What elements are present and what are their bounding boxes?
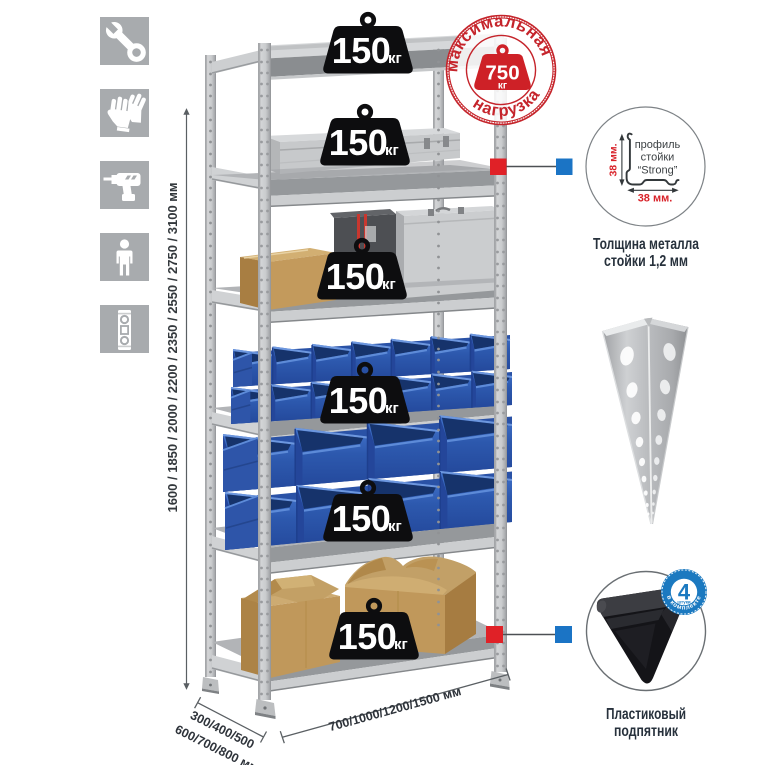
svg-text:4: 4	[678, 580, 691, 605]
svg-text:стойки 1,2 мм: стойки 1,2 мм	[604, 253, 688, 270]
svg-text:750: 750	[485, 62, 519, 85]
svg-text:штуки: штуки	[677, 600, 691, 605]
svg-text:Пластиковый: Пластиковый	[606, 706, 686, 723]
svg-text:стойки: стойки	[641, 152, 675, 164]
svg-text:профиль: профиль	[635, 139, 681, 151]
svg-text:38 мм.: 38 мм.	[608, 143, 620, 176]
svg-text:Толщина металла: Толщина металла	[593, 236, 699, 253]
svg-text:38 мм.: 38 мм.	[638, 193, 673, 205]
svg-text:1600 / 1850 / 2000 / 2200 / 23: 1600 / 1850 / 2000 / 2200 / 2350 / 2550 …	[165, 182, 180, 512]
svg-text:подпятник: подпятник	[614, 723, 678, 740]
svg-text:кг: кг	[498, 81, 507, 92]
svg-text:700/1000/1200/1500 мм: 700/1000/1200/1500 мм	[327, 684, 462, 734]
svg-text:“Strong”: “Strong”	[638, 165, 678, 177]
